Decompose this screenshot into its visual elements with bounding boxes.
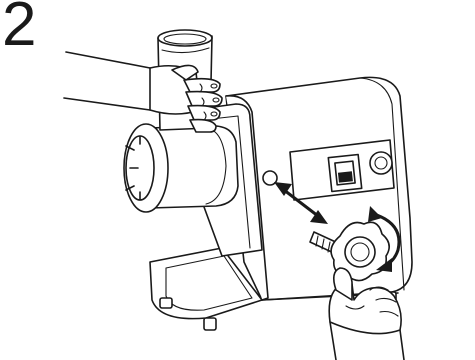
reverse-button: [370, 152, 392, 174]
power-switch: [328, 155, 361, 192]
grinding-head: [124, 124, 238, 212]
